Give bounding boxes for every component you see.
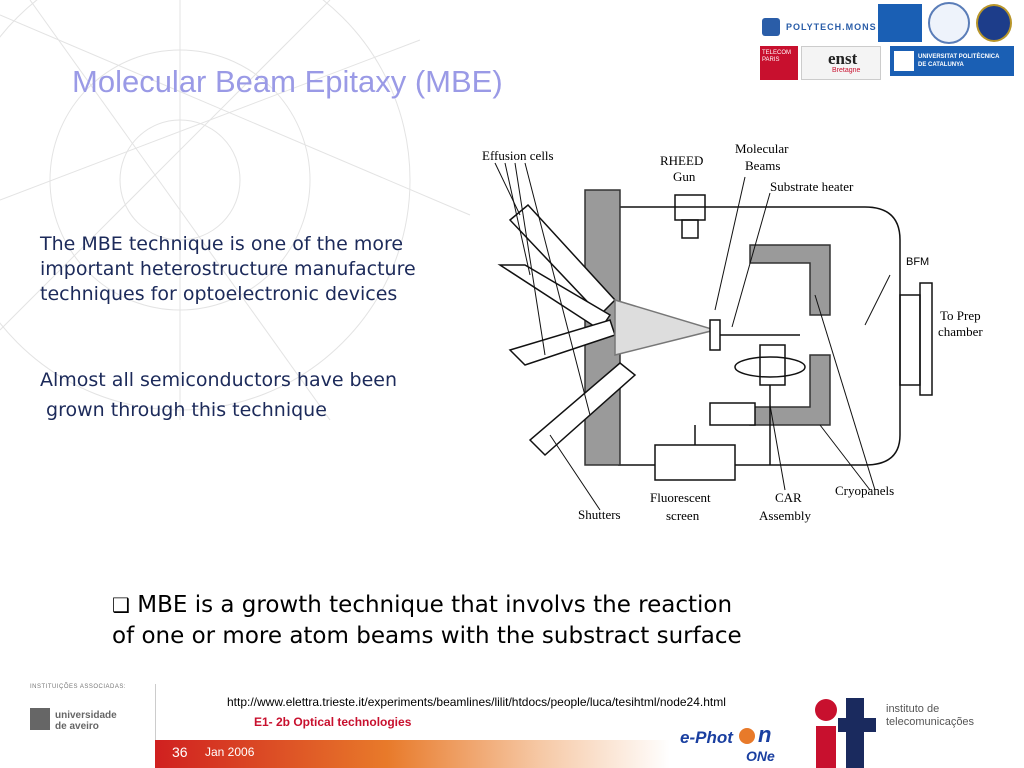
label-cryopanels: Cryopanels (835, 483, 894, 498)
one-text: ONe (746, 748, 775, 764)
ephoton-one-logo: e-Phot n ONe (680, 722, 810, 768)
upc-text: UNIVERSITAT POLITÈCNICA DE CATALUNYA (918, 53, 999, 69)
polytech-text: POLYTECH.MONS (786, 22, 877, 32)
footer-bar (155, 740, 670, 768)
enst-bretagne-logo: enst Bretagne (801, 46, 881, 80)
label-prep-2: chamber (938, 324, 983, 339)
enst-sub-text: Bretagne (832, 67, 861, 74)
aveiro-text-1: universidade (55, 710, 117, 721)
polytech-mark-icon (762, 18, 780, 36)
associated-institutions-label: INSTITUIÇÕES ASSOCIADAS: (30, 684, 127, 690)
label-molecular-2: Beams (745, 158, 780, 173)
it-logo-icon (815, 698, 876, 768)
label-car-1: CAR (775, 490, 802, 505)
enst-text: enst (828, 49, 858, 68)
footer-date: Jan 2006 (205, 745, 255, 759)
label-prep-1: To Prep (940, 308, 981, 323)
it-logo-text: instituto de telecomunicações (886, 703, 974, 729)
it-text-1: instituto de (886, 703, 940, 715)
upc-mark-icon (894, 51, 914, 71)
upc-text-1: UNIVERSITAT POLITÈCNICA (918, 54, 1000, 60)
it-text-2: telecomunicações (886, 716, 975, 728)
semiconductor-line-1: Almost all semiconductors have been (40, 369, 398, 391)
ephoton-n-text: n (758, 722, 772, 747)
label-bfm: BFM (906, 256, 929, 268)
label-fluorescent-2: screen (666, 508, 700, 523)
label-effusion-cells: Effusion cells (482, 148, 554, 163)
course-label: E1- 2b Optical technologies (254, 715, 412, 729)
label-rheed-1: RHEED (660, 153, 703, 168)
source-url[interactable]: http://www.elettra.trieste.it/experiment… (227, 695, 726, 709)
telecom-paris-logo: TELECOM PARIS (760, 46, 798, 80)
label-molecular-1: Molecular (735, 141, 789, 156)
upc-logo: UNIVERSITAT POLITÈCNICA DE CATALUNYA (890, 46, 1014, 76)
bullet-line-2: of one or more atom beams with the subst… (112, 623, 742, 649)
semiconductor-line-2: grown through this technique (40, 399, 327, 421)
label-fluorescent-1: Fluorescent (650, 490, 711, 505)
label-rheed-2: Gun (673, 169, 696, 184)
semiconductor-paragraph: Almost all semiconductors have been grow… (40, 368, 500, 423)
aveiro-mark-icon (30, 708, 50, 730)
intro-paragraph: The MBE technique is one of the more imp… (40, 233, 416, 305)
ephoton-text: e-Phot (680, 728, 733, 747)
label-shutters: Shutters (578, 507, 621, 522)
label-substrate-heater: Substrate heater (770, 179, 854, 194)
aveiro-logo-text: universidade de aveiro (55, 710, 117, 732)
footer-divider (155, 684, 156, 768)
telecom-paris-text: TELECOM PARIS (762, 50, 792, 63)
label-car-2: Assembly (759, 508, 812, 523)
crest-logo-icon (976, 4, 1012, 42)
aveiro-text-2: de aveiro (55, 721, 99, 732)
mbe-chamber-diagram: Effusion cells RHEED Gun Molecular Beams… (482, 141, 983, 523)
bullet-icon: ❑ (112, 593, 130, 617)
seal-logo-icon (928, 2, 970, 44)
polytech-logo: POLYTECH.MONS (760, 14, 876, 42)
ephoton-o-icon (739, 728, 755, 744)
upc-text-2: DE CATALUNYA (918, 62, 964, 68)
partner-logo-blue-icon (878, 4, 922, 42)
bullet-line-1: MBE is a growth technique that involvs t… (137, 592, 733, 618)
key-statement: ❑ MBE is a growth technique that involvs… (112, 590, 972, 652)
page-title: Molecular Beam Epitaxy (MBE) (72, 64, 503, 99)
page-number: 36 (172, 744, 188, 760)
